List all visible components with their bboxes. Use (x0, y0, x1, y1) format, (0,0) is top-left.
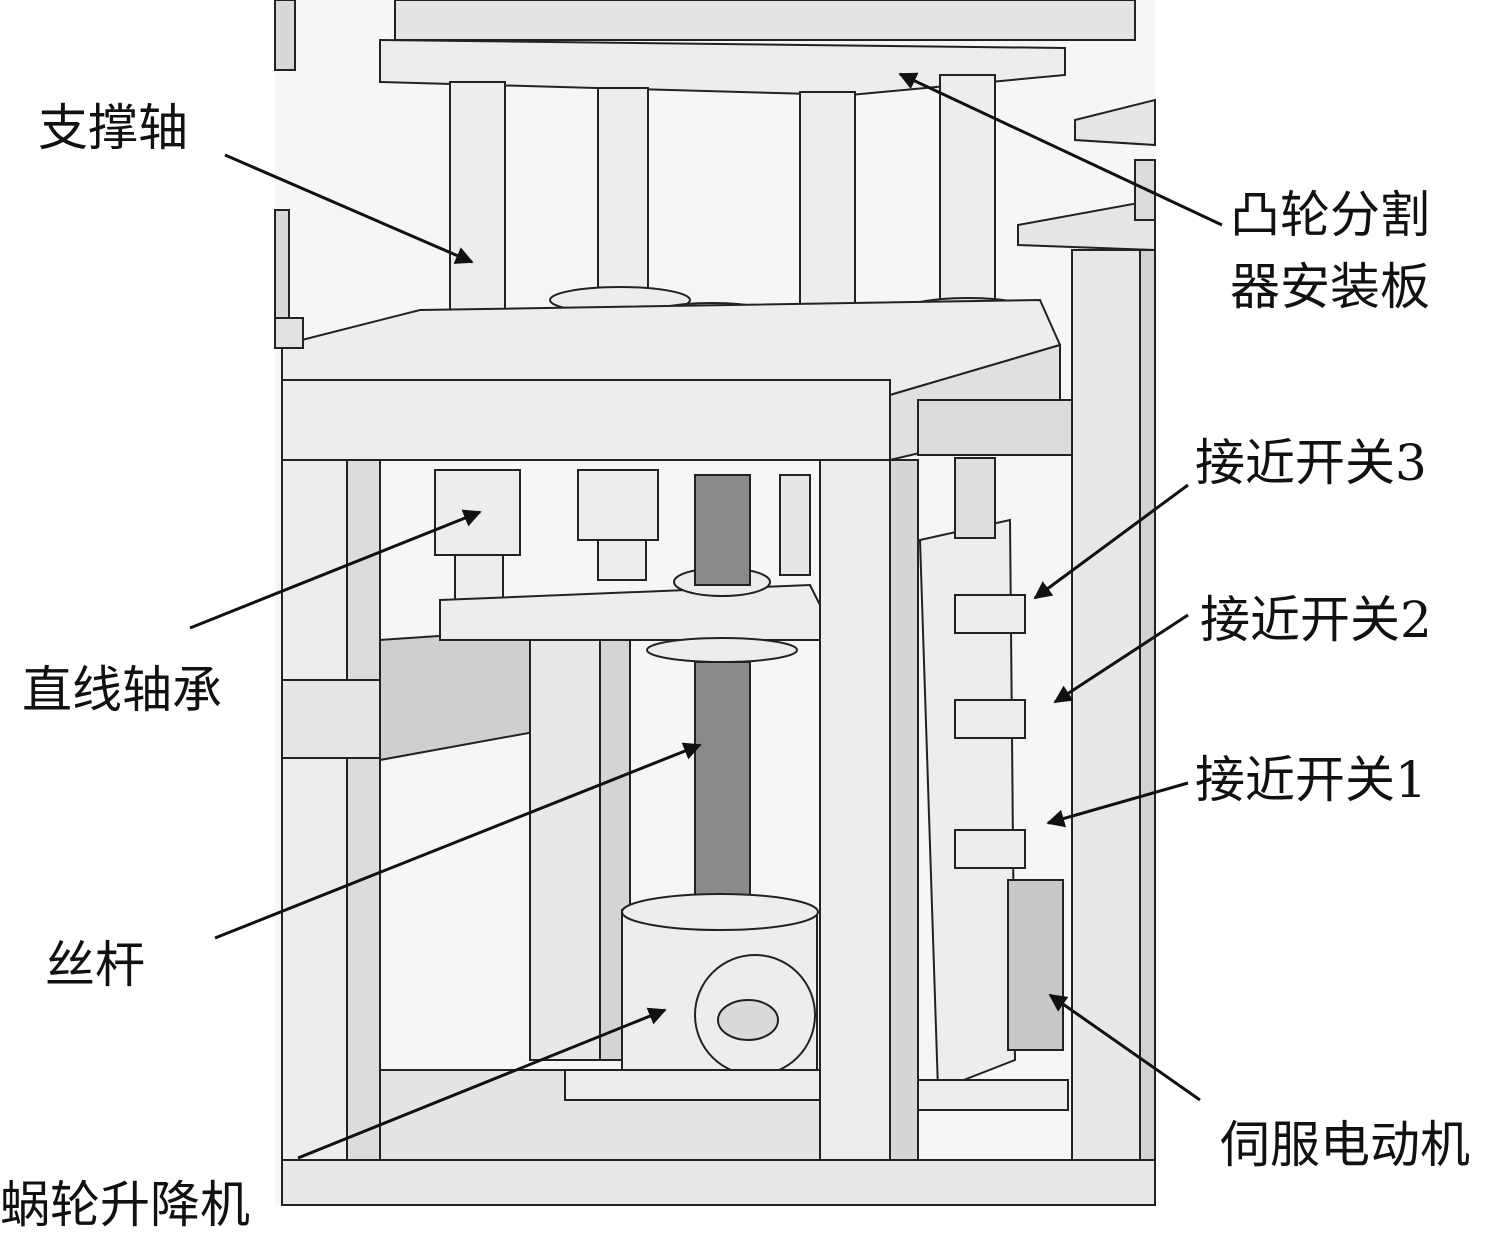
leader-prox-1 (1046, 781, 1189, 828)
label-cam-mount-2: 器安装板 (1230, 258, 1430, 316)
label-prox-switch-2: 接近开关2 (1200, 591, 1432, 649)
leader-prox-2 (1053, 613, 1189, 704)
support-shaft-4 (939, 74, 996, 311)
leader-lead-screw (214, 742, 702, 940)
label-lead-screw: 丝杆 (45, 936, 145, 994)
leader-lines (189, 72, 1223, 1160)
label-support-shaft: 支撑轴 (38, 99, 188, 157)
machine-parts (274, 0, 1156, 1206)
leader-cam-mount (898, 72, 1223, 227)
leader-worm-lift (297, 1007, 667, 1160)
leader-support-shaft (224, 153, 474, 264)
label-linear-bearing: 直线轴承 (22, 661, 222, 719)
prox-switch-3 (954, 594, 1026, 634)
label-cam-mount-1: 凸轮分割 (1230, 186, 1430, 244)
leader-prox-3 (1033, 483, 1189, 600)
upper-body (394, 0, 1136, 41)
support-shaft-1 (449, 81, 506, 323)
label-worm-lift: 蜗轮升降机 (0, 1176, 250, 1234)
support-shaft-3 (799, 91, 856, 338)
servo-motor (1007, 879, 1064, 1051)
linear-bearing-2 (577, 469, 659, 541)
prox-switch-1 (954, 829, 1026, 869)
label-prox-switch-1: 接近开关1 (1195, 751, 1427, 809)
lead-screw-lower (694, 661, 751, 913)
right-front-post (819, 459, 891, 1161)
label-servo-motor: 伺服电动机 (1220, 1116, 1470, 1174)
lead-screw-upper (694, 474, 751, 586)
frame-front-beam (281, 379, 891, 461)
leader-servo-motor (1048, 993, 1201, 1102)
leader-linear-bearing (189, 509, 482, 630)
left-front-post (281, 459, 348, 1181)
support-shaft-2 (597, 87, 649, 299)
prox-switch-2 (954, 699, 1026, 739)
label-prox-switch-3: 接近开关3 (1195, 434, 1427, 492)
